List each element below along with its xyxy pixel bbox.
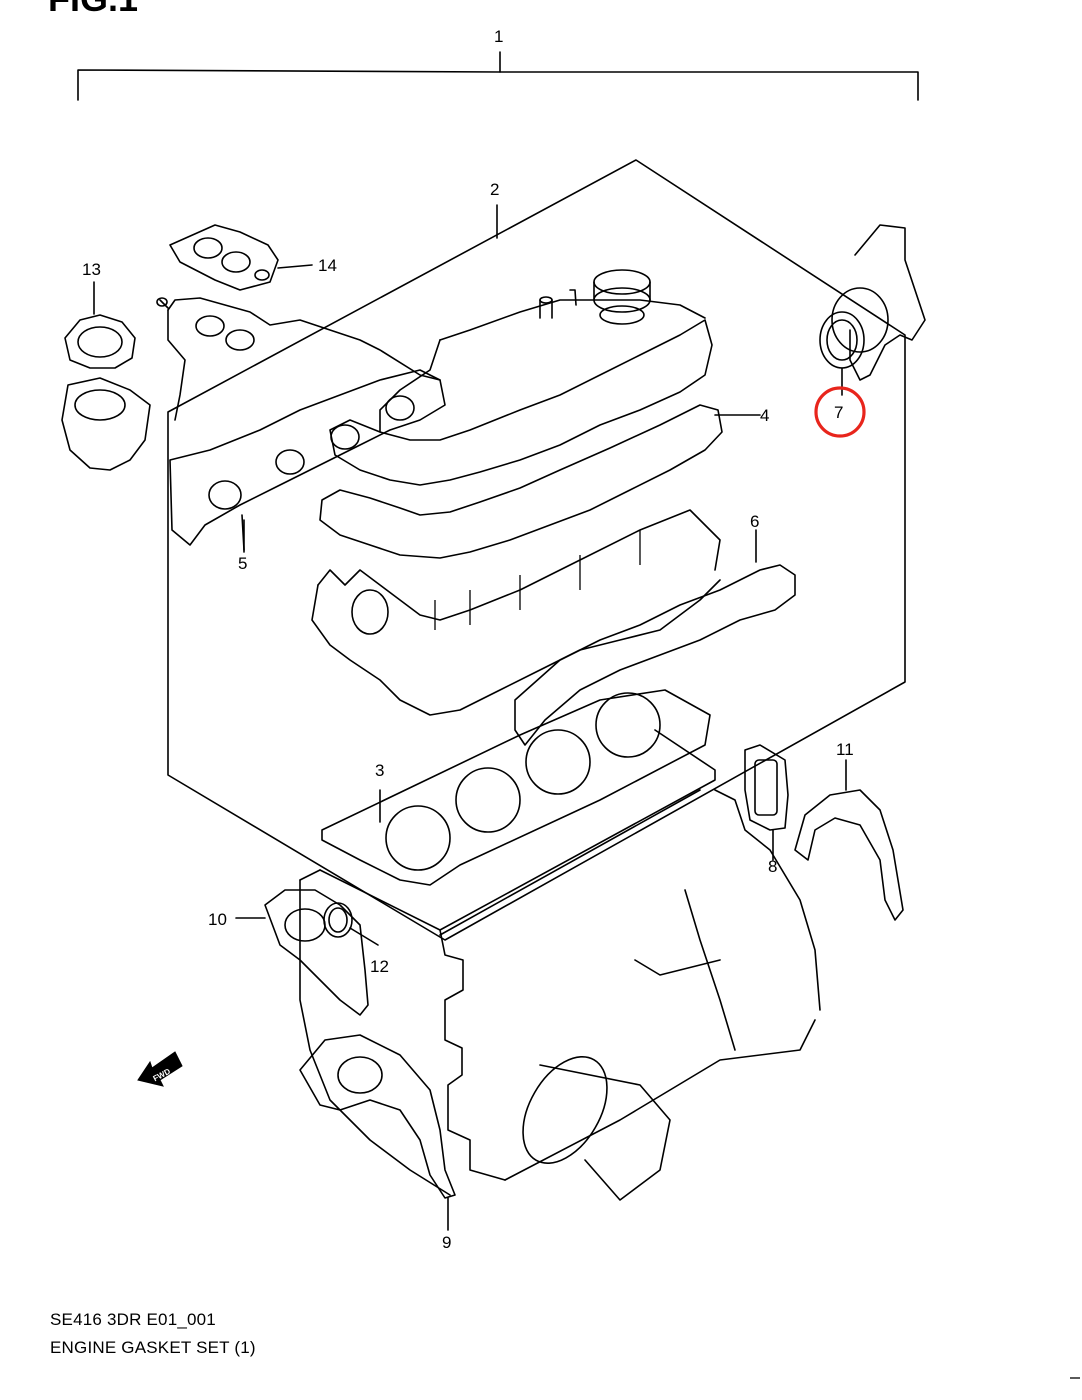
valve-cover: [329, 269, 713, 486]
gasket-13: [64, 281, 136, 369]
label-10: 10: [208, 910, 227, 929]
label-3: 3: [375, 761, 384, 780]
gasket-11: [794, 759, 904, 921]
oil-seal-housing: [831, 224, 926, 381]
label-9: 9: [442, 1233, 451, 1252]
gasket-9: [299, 1034, 456, 1231]
figure-title: FIG.1: [48, 0, 138, 20]
oil-seal-7: [819, 311, 865, 396]
manifold: [156, 297, 441, 421]
label-2: 2: [490, 180, 499, 199]
label-5: 5: [238, 554, 247, 573]
caption-name: ENGINE GASKET SET (1): [50, 1338, 256, 1357]
head-gasket: [321, 689, 711, 886]
gasket-14: [169, 224, 313, 291]
thermostat-housing: [61, 377, 151, 471]
label-12: 12: [370, 957, 389, 976]
engine-block: [299, 729, 821, 1201]
label-14: 14: [318, 256, 337, 275]
seal-12: [323, 902, 379, 946]
label-6: 6: [750, 512, 759, 531]
highlight-circle: [814, 386, 866, 438]
cylinder-head: [311, 509, 721, 716]
bracket-set-2: [167, 159, 906, 941]
label-4: 4: [760, 406, 769, 425]
label-13: 13: [82, 260, 101, 279]
caption-code: SE416 3DR E01_001: [50, 1310, 216, 1329]
label-11: 11: [836, 740, 854, 759]
label-7: 7: [834, 403, 843, 422]
label-1: 1: [494, 27, 503, 46]
gasket-6: [514, 529, 796, 746]
label-8: 8: [768, 857, 777, 876]
head-cover-gasket: [319, 404, 761, 559]
bracket-set-1: [77, 51, 919, 101]
manifold-gasket: [169, 369, 446, 551]
fwd-arrow: FWD: [137, 1051, 183, 1087]
gasket-8: [744, 744, 789, 861]
